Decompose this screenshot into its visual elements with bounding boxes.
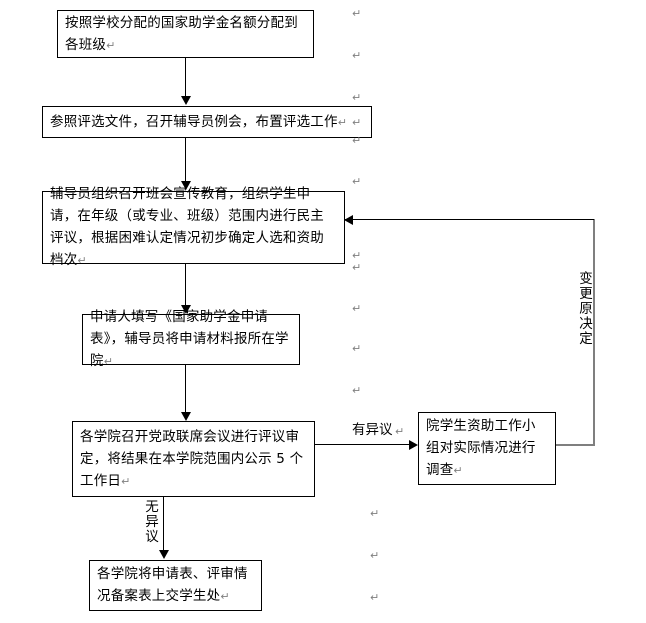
edge-label-change-decision-char-1: 更 (579, 286, 593, 302)
paragraph-mark: ↵ (352, 384, 362, 397)
paragraph-mark: ↵ (77, 254, 87, 267)
process-box-fill-application-text: 申请人填写《国家助学金申请表》，辅导员将申请材料报所在学院↵ (90, 309, 289, 369)
process-box-allocate-quota-text: 按照学校分配的国家助学金名额分配到各班级↵ (65, 14, 298, 53)
paragraph-mark: ↵ (220, 590, 230, 603)
process-box-college-joint-meeting[interactable]: 各学院召开党政联席会议进行评议审定，将结果在本学院范围内公示 5 个工作日↵ (72, 421, 315, 497)
arrowhead-meeting-to-classreview (181, 181, 191, 190)
arrowhead-classreview-to-application (181, 305, 191, 314)
paragraph-mark: ↵ (121, 474, 131, 488)
paragraph-mark: ↵ (352, 91, 362, 104)
process-box-allocate-quota[interactable]: 按照学校分配的国家助学金名额分配到各班级↵ (57, 10, 314, 58)
edge-label-no-objection: 无 异 议 (144, 500, 160, 545)
paragraph-mark: ↵ (352, 342, 362, 355)
paragraph-mark: ↵ (337, 115, 348, 129)
edge-label-change-decision-char-0: 变 (579, 271, 593, 287)
process-box-investigation-group-text: 院学生资助工作小组对实际情况进行调查↵ (426, 418, 536, 478)
edge-label-change-decision-char-3: 决 (579, 316, 593, 332)
connector-meeting-to-classreview (185, 138, 186, 182)
paragraph-mark: ↵ (352, 261, 362, 274)
arrowhead-application-to-jointmeeting (181, 412, 191, 421)
paragraph-mark: ↵ (106, 38, 116, 52)
edge-label-change-decision: 变 更 原 决 定 (578, 272, 594, 347)
connector-jointmeeting-to-investigation (315, 444, 410, 445)
paragraph-mark: ↵ (370, 591, 380, 604)
return-path-horizontal-upper (195, 219, 594, 220)
process-box-submit-to-student-affairs-text: 各学院将申请表、评审情况备案表上交学生处↵ (97, 566, 248, 604)
paragraph-mark: ↵ (395, 425, 405, 438)
process-box-counselor-meeting[interactable]: 参照评选文件，召开辅导员例会，布置评选工作↵ (42, 106, 372, 138)
arrowhead-jointmeeting-to-investigation (409, 440, 418, 450)
arrowhead-jointmeeting-to-submit (159, 550, 169, 559)
return-path-vertical (593, 219, 595, 446)
connector-application-to-jointmeeting (185, 365, 186, 413)
paragraph-mark: ↵ (352, 7, 362, 20)
edge-label-no-objection-char-2: 议 (145, 529, 159, 545)
paragraph-mark: ↵ (103, 355, 114, 368)
process-box-investigation-group[interactable]: 院学生资助工作小组对实际情况进行调查↵ (418, 412, 556, 485)
process-box-submit-to-student-affairs[interactable]: 各学院将申请表、评审情况备案表上交学生处↵ (89, 560, 262, 611)
connector-classreview-to-application (185, 264, 186, 306)
paragraph-mark: ↵ (352, 49, 362, 62)
edge-label-objection: 有异议 (352, 422, 393, 438)
paragraph-mark: ↵ (352, 249, 362, 262)
process-box-fill-application[interactable]: 申请人填写《国家助学金申请表》，辅导员将申请材料报所在学院↵ (82, 309, 300, 369)
paragraph-mark: ↵ (453, 464, 463, 477)
paragraph-mark: ↵ (370, 507, 380, 520)
paragraph-mark: ↵ (352, 134, 362, 147)
process-box-college-joint-meeting-text: 各学院召开党政联席会议进行评议审定，将结果在本学院范围内公示 5 个工作日↵ (80, 428, 304, 489)
edge-label-no-objection-char-1: 异 (145, 514, 159, 530)
process-box-class-meeting-review-text: 辅导员组织召开班会宣传教育，组织学生申请，在年级（或专业、班级）范围内进行民主评… (50, 186, 324, 268)
arrowhead-return-to-classreview (344, 215, 353, 225)
process-box-class-meeting-review[interactable]: 辅导员组织召开班会宣传教育，组织学生申请，在年级（或专业、班级）范围内进行民主评… (42, 186, 345, 268)
arrowhead-allocate-to-meeting (181, 96, 191, 105)
edge-label-no-objection-char-0: 无 (145, 499, 159, 515)
connector-allocate-to-meeting (185, 58, 186, 97)
edge-label-change-decision-char-2: 原 (579, 301, 593, 317)
paragraph-mark: ↵ (352, 302, 362, 315)
edge-label-change-decision-char-4: 定 (579, 331, 593, 347)
paragraph-mark: ↵ (352, 116, 362, 129)
paragraph-mark: ↵ (352, 175, 362, 188)
return-path-horizontal-lower (556, 444, 595, 446)
paragraph-mark: ↵ (370, 549, 380, 562)
connector-jointmeeting-to-submit (163, 497, 164, 552)
process-box-counselor-meeting-text: 参照评选文件，召开辅导员例会，布置评选工作↵ (50, 113, 348, 130)
